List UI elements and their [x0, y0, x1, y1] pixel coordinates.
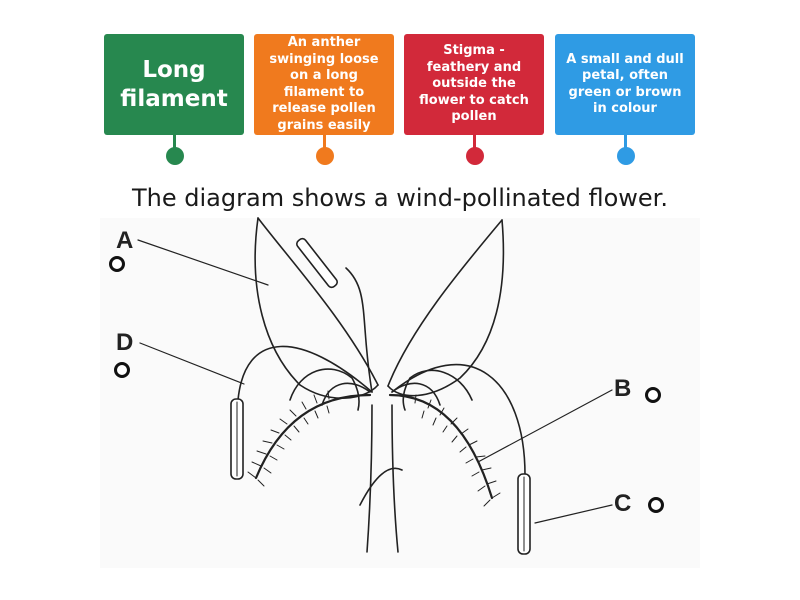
answer-tile-stigma[interactable]: Stigma - feathery and outside the flower…	[404, 34, 544, 135]
answer-tile-anther[interactable]: An anther swinging loose on a long filam…	[254, 34, 394, 135]
tile-pin	[166, 147, 184, 165]
drop-target-b[interactable]	[645, 387, 661, 403]
tile-pin	[617, 147, 635, 165]
flower-diagram-panel	[100, 218, 700, 568]
diagram-caption: The diagram shows a wind-pollinated flow…	[0, 184, 800, 212]
label-b: B	[614, 375, 631, 403]
answer-tile-petal[interactable]: A small and dull petal, often green or b…	[555, 34, 695, 135]
label-d: D	[116, 329, 133, 357]
drop-target-d[interactable]	[114, 362, 130, 378]
tile-label: An anther swinging loose on a long filam…	[260, 35, 388, 134]
answer-tile-long-filament[interactable]: Long filament	[104, 34, 244, 135]
tile-pin	[316, 147, 334, 165]
tile-label: A small and dull petal, often green or b…	[561, 52, 689, 118]
label-c: C	[614, 490, 631, 518]
tile-pin	[466, 147, 484, 165]
label-a: A	[116, 227, 133, 255]
tile-label: Long filament	[110, 56, 238, 114]
drop-target-c[interactable]	[648, 497, 664, 513]
tile-label: Stigma - feathery and outside the flower…	[410, 43, 538, 126]
drop-target-a[interactable]	[109, 256, 125, 272]
